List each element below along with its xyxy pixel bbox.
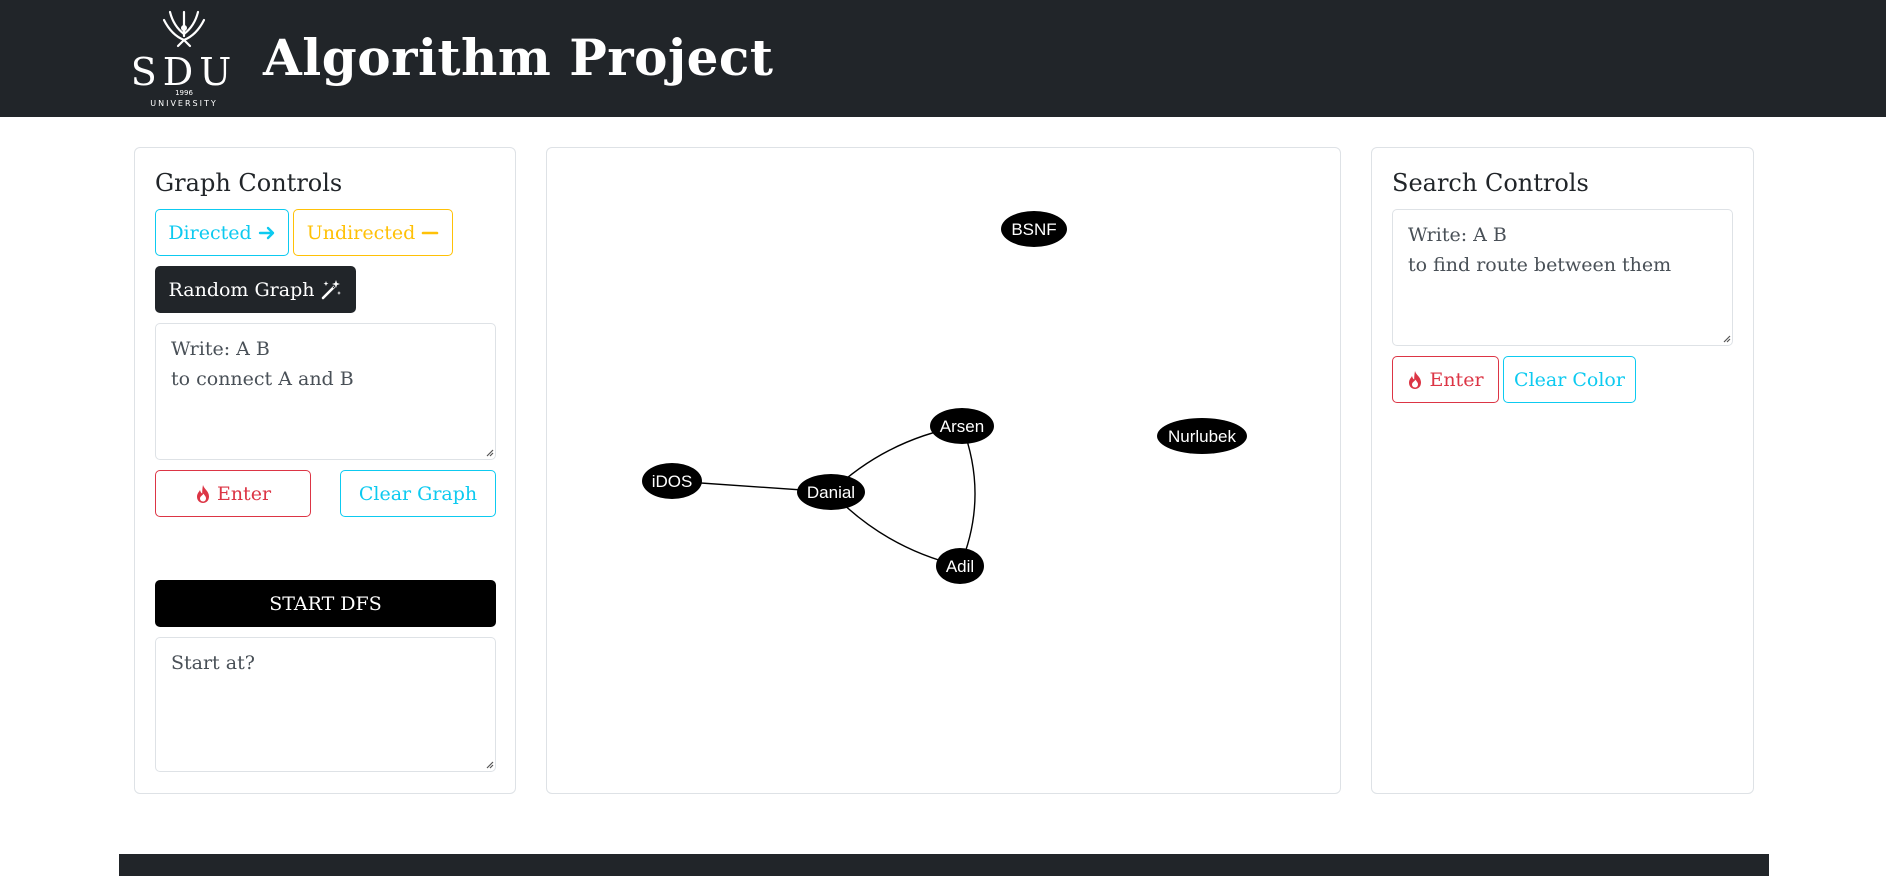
clear-color-button[interactable]: Clear Color: [1503, 356, 1636, 403]
search-controls-card: Search Controls Enter Clear Color: [1371, 147, 1754, 794]
graph-node-bsnf[interactable]: BSNF: [1001, 211, 1067, 247]
graph-controls-title: Graph Controls: [155, 169, 343, 197]
graph-node-shape[interactable]: [930, 408, 994, 444]
arrow-right-icon: [258, 224, 276, 242]
graph-node-shape[interactable]: [936, 548, 984, 584]
graph-node-shape[interactable]: [642, 463, 702, 499]
connect-enter-label: Enter: [216, 482, 272, 505]
graph-node-arsen[interactable]: Arsen: [930, 408, 994, 444]
start-dfs-button[interactable]: START DFS: [155, 580, 496, 627]
page-footer: [119, 854, 1769, 876]
graph-node-shape[interactable]: [797, 474, 865, 510]
undirected-button[interactable]: Undirected: [293, 209, 453, 256]
clear-graph-button[interactable]: Clear Graph: [340, 470, 496, 517]
page-title: Algorithm Project: [263, 28, 774, 87]
clear-color-label: Clear Color: [1514, 368, 1625, 391]
undirected-label: Undirected: [306, 221, 416, 244]
graph-node-label: Arsen: [940, 417, 984, 436]
fire-icon: [195, 484, 211, 504]
graph-node-label: Adil: [946, 557, 974, 576]
graph-node-shape[interactable]: [1001, 211, 1067, 247]
connect-nodes-input[interactable]: [155, 323, 496, 460]
graph-edge: [959, 425, 976, 567]
route-search-input[interactable]: [1392, 209, 1733, 346]
search-enter-button[interactable]: Enter: [1392, 356, 1499, 403]
magic-wand-icon: [320, 279, 342, 301]
connect-enter-button[interactable]: Enter: [155, 470, 311, 517]
dash-icon: [421, 224, 439, 242]
random-graph-button[interactable]: Random Graph: [155, 266, 356, 313]
graph-node-shape[interactable]: [1157, 418, 1247, 454]
graph-node-label: BSNF: [1011, 220, 1056, 239]
dfs-start-input[interactable]: [155, 637, 496, 772]
logo-subtitle: UNIVERSITY: [150, 99, 218, 108]
graph-node-idos[interactable]: iDOS: [642, 463, 702, 499]
graph-node-danial[interactable]: Danial: [797, 474, 865, 510]
search-controls-title: Search Controls: [1392, 169, 1589, 197]
start-dfs-label: START DFS: [269, 592, 382, 615]
directed-button[interactable]: Directed: [155, 209, 289, 256]
university-emblem-icon: [162, 10, 206, 48]
clear-graph-label: Clear Graph: [358, 482, 478, 505]
graph-node-nurlubek[interactable]: Nurlubek: [1157, 418, 1247, 454]
random-graph-label: Random Graph: [168, 278, 315, 301]
graph-node-label: iDOS: [652, 472, 693, 491]
logo-wordmark: SDU: [130, 50, 238, 94]
graph-controls-card: Graph Controls Directed Undirected Rando…: [134, 147, 516, 794]
directed-label: Directed: [168, 221, 252, 244]
sdu-logo: SDU 1996 UNIVERSITY: [130, 6, 238, 110]
graph-node-adil[interactable]: Adil: [936, 548, 984, 584]
graph-node-label: Nurlubek: [1168, 427, 1237, 446]
app-header: SDU 1996 UNIVERSITY Algorithm Project: [0, 0, 1886, 117]
graph-node-label: Danial: [807, 483, 855, 502]
search-enter-label: Enter: [1429, 368, 1484, 391]
fire-icon: [1407, 370, 1423, 390]
logo-year: 1996: [175, 89, 193, 97]
